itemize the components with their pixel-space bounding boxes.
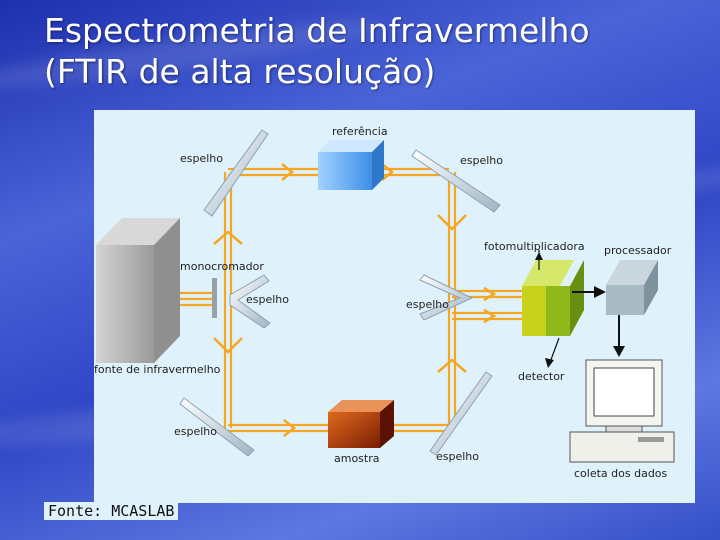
label-mirror-top-right: espelho (460, 154, 503, 167)
label-reference: referência (332, 125, 388, 138)
ftir-diagram-svg: espelho referência espelho fotomultiplic… (94, 125, 675, 480)
ftir-diagram: espelho referência espelho fotomultiplic… (94, 110, 695, 503)
slide-title: Espectrometria de Infravermelho (FTIR de… (44, 10, 590, 92)
monochromator-slit (212, 278, 217, 318)
label-sample: amostra (334, 452, 380, 465)
label-mirror-mid-left: espelho (246, 293, 289, 306)
computer-icon (569, 359, 675, 463)
label-data-collection: coleta dos dados (574, 467, 668, 480)
mirror-bottom-left (179, 397, 255, 457)
mirror-top-right (411, 149, 501, 213)
mirror-top-left (203, 129, 269, 217)
infrared-source-box (96, 218, 180, 363)
label-infrared-source: fonte de infravermelho (94, 363, 221, 376)
label-monochromator: monocromador (180, 260, 264, 273)
label-photomultiplier: fotomultiplicadora (484, 240, 585, 253)
mirror-mid-left (229, 274, 271, 329)
title-line-1: Espectrometria de Infravermelho (44, 11, 590, 50)
label-detector: detector (518, 370, 565, 383)
mirror-mid-right (419, 274, 474, 321)
reference-cell (318, 140, 384, 190)
sample-cell (328, 400, 394, 448)
mirror-bottom-right (429, 371, 493, 456)
processor-box (606, 260, 658, 315)
label-mirror-mid-right: espelho (406, 298, 449, 311)
label-mirror-bottom-right: espelho (436, 450, 479, 463)
label-mirror-bottom-left: espelho (174, 425, 217, 438)
title-line-2: (FTIR de alta resolução) (44, 52, 436, 91)
photomultiplier-detector (522, 260, 584, 336)
source-caption: Fonte: MCASLAB (44, 502, 179, 520)
label-processor: processador (604, 244, 672, 257)
signal-arrows (535, 250, 625, 368)
label-mirror-top-left: espelho (180, 152, 223, 165)
